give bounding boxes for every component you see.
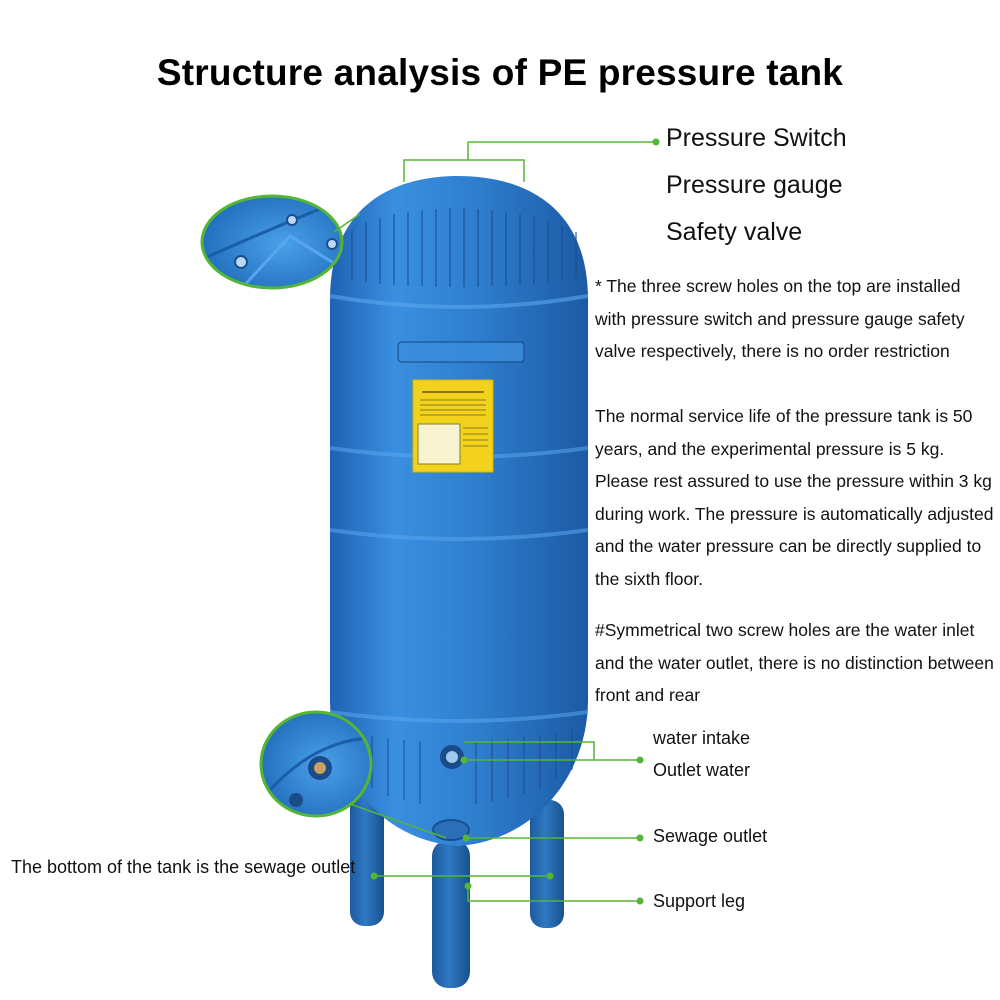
label-sewage-outlet: Sewage outlet (653, 826, 768, 846)
top-closeup-bubble (200, 194, 344, 290)
label-outlet-water: Outlet water (653, 760, 751, 780)
note-symmetrical-holes: #Symmetrical two screw holes are the wat… (595, 620, 994, 705)
note-service-life: The normal service life of the pressure … (595, 406, 994, 589)
label-safety-valve: Safety valve (666, 218, 803, 246)
label-water-intake: water intake (653, 728, 751, 748)
bottom-closeup-bubble (259, 710, 373, 818)
tank-body (329, 176, 589, 846)
warning-sticker (412, 379, 494, 473)
label-bottom-sewage-note: The bottom of the tank is the sewage out… (11, 857, 356, 877)
support-legs (350, 790, 564, 988)
leader-dots (370, 138, 660, 905)
note-top-screw-holes: * The three screw holes on the top are i… (595, 276, 965, 361)
label-pressure-gauge: Pressure gauge (666, 171, 843, 199)
label-support-leg: Support leg (653, 891, 746, 911)
label-pressure-switch: Pressure Switch (666, 124, 847, 152)
page-title: Structure analysis of PE pressure tank (156, 52, 844, 93)
